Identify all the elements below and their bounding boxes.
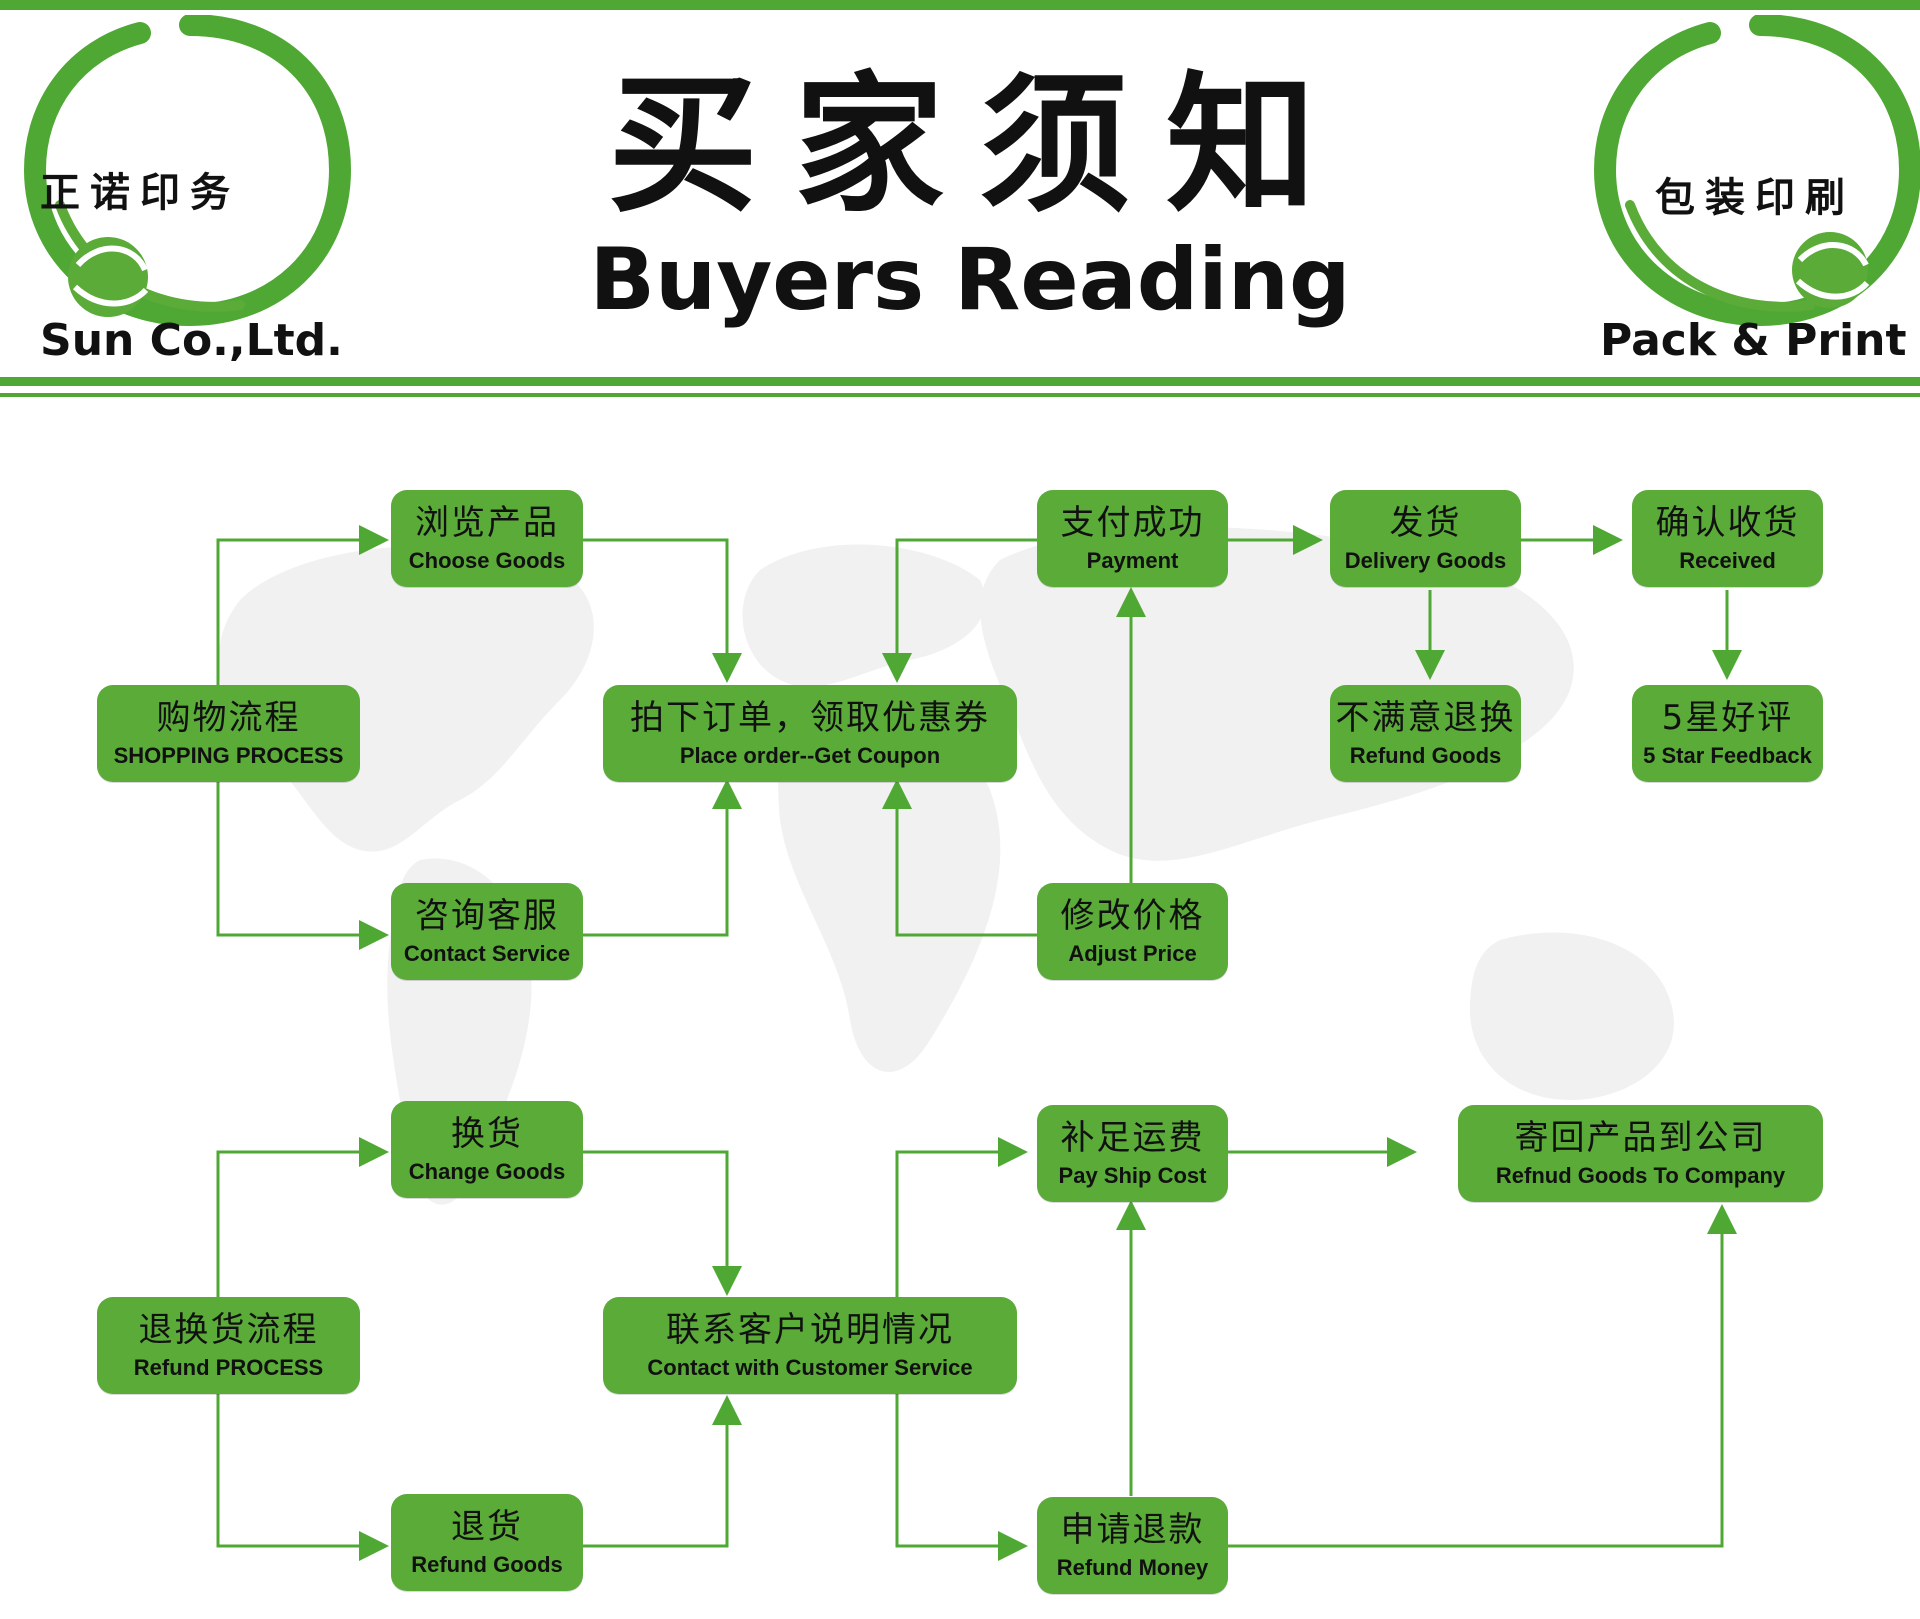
leaf-ball-icon (68, 237, 149, 317)
node-label-cn: 确认收货 (1655, 502, 1800, 543)
node-label-cn: 申请退款 (1060, 1509, 1205, 1550)
node-contact-service: 咨询客服 Contact Service (391, 883, 583, 980)
node-label-cn: 联系客户说明情况 (666, 1309, 954, 1350)
node-5-star-feedback: 5星好评 5 Star Feedback (1632, 685, 1823, 782)
node-delivery-goods: 发货 Delivery Goods (1330, 490, 1521, 587)
arrow-start-to-return (216, 1394, 389, 1561)
node-label-cn: 5星好评 (1661, 697, 1794, 738)
node-adjust-price: 修改价格 Adjust Price (1037, 883, 1228, 980)
arrow-change-to-contact (583, 1150, 742, 1296)
left-logo-chars: 正诺印务 (40, 169, 240, 216)
arrow-contact-to-order (583, 779, 742, 937)
arrow-adjust-to-order (882, 779, 1037, 937)
node-label-en: Refund Money (1056, 1554, 1209, 1580)
node-label-cn: 发货 (1389, 502, 1462, 543)
node-label-en: Received (1679, 547, 1776, 573)
node-return-goods: 退货 Refund Goods (391, 1494, 583, 1591)
brush-circle-icon (1593, 15, 1920, 327)
node-label-en: SHOPPING PROCESS (113, 742, 344, 768)
top-accent-bar (0, 0, 1920, 10)
node-label-en: Pay Ship Cost (1058, 1162, 1207, 1188)
arrow-contact-to-refundmoney (895, 1394, 1028, 1561)
arrow-start-to-contact (216, 782, 389, 950)
node-send-back-to-company: 寄回产品到公司 Refnud Goods To Company (1458, 1105, 1823, 1202)
node-label-en: Choose Goods (408, 547, 566, 573)
node-label-en: Refund PROCESS (133, 1354, 324, 1380)
right-logo: 包装印刷 Pack & Print (1590, 15, 1920, 375)
node-label-cn: 退货 (451, 1506, 523, 1547)
node-refund-goods: 不满意退换 Refund Goods (1330, 685, 1521, 782)
node-pay-ship-cost: 补足运费 Pay Ship Cost (1037, 1105, 1228, 1202)
node-label-en: Refund Goods (1349, 742, 1502, 768)
node-label-cn: 拍下订单，领取优惠券 (630, 697, 990, 738)
node-place-order: 拍下订单，领取优惠券 Place order--Get Coupon (603, 685, 1017, 782)
brush-circle-icon (23, 15, 352, 327)
arrow-payment-to-order (882, 538, 1037, 683)
node-label-en: Refnud Goods To Company (1495, 1162, 1786, 1188)
arrow-return-to-contact (583, 1395, 742, 1548)
node-shopping-process: 购物流程 SHOPPING PROCESS (97, 685, 360, 782)
leaf-ball-icon (1792, 232, 1870, 308)
header-divider-thick (0, 377, 1920, 386)
node-refund-money: 申请退款 Refund Money (1037, 1497, 1228, 1594)
right-logo-chars: 包装印刷 (1655, 174, 1855, 221)
node-label-cn: 修改价格 (1060, 895, 1205, 936)
node-label-cn: 购物流程 (156, 697, 301, 738)
node-label-cn: 咨询客服 (415, 895, 559, 936)
node-label-cn: 不满意退换 (1335, 697, 1516, 738)
node-change-goods: 换货 Change Goods (391, 1101, 583, 1198)
node-label-cn: 换货 (451, 1113, 523, 1154)
node-label-en: Payment (1086, 547, 1179, 573)
arrow-refundmoney-to-sendback (1228, 1204, 1737, 1548)
node-choose-goods: 浏览产品 Choose Goods (391, 490, 583, 587)
node-label-en: Contact Service (403, 940, 571, 966)
arrow-contact-to-shipcost (895, 1137, 1028, 1297)
arrow-start-to-choose (216, 525, 389, 685)
title-chinese: 买家须知 (607, 57, 1352, 233)
left-logo-caption: Sun Co.,Ltd. (40, 315, 343, 366)
header-divider-thin (0, 393, 1920, 397)
node-label-en: 5 Star Feedback (1643, 742, 1812, 768)
title-english: Buyers Reading (589, 230, 1351, 330)
right-logo-caption: Pack & Print (1600, 315, 1907, 366)
node-label-en: Change Goods (408, 1158, 566, 1184)
node-label-en: Contact with Customer Service (647, 1354, 973, 1380)
node-label-en: Delivery Goods (1344, 547, 1507, 573)
node-label-cn: 浏览产品 (415, 502, 559, 543)
node-label-cn: 寄回产品到公司 (1514, 1117, 1767, 1158)
arrow-start-to-change (216, 1137, 389, 1297)
node-payment: 支付成功 Payment (1037, 490, 1228, 587)
node-refund-process: 退换货流程 Refund PROCESS (97, 1297, 360, 1394)
node-contact-customer-service: 联系客户说明情况 Contact with Customer Service (603, 1297, 1017, 1394)
node-received: 确认收货 Received (1632, 490, 1823, 587)
node-label-en: Place order--Get Coupon (679, 742, 941, 768)
node-label-cn: 退换货流程 (138, 1309, 319, 1350)
node-label-en: Refund Goods (411, 1551, 563, 1577)
node-label-en: Adjust Price (1068, 940, 1197, 966)
node-label-cn: 支付成功 (1060, 502, 1205, 543)
node-label-cn: 补足运费 (1060, 1117, 1205, 1158)
arrow-choose-to-order (583, 538, 742, 683)
left-logo: 正诺印务 Sun Co.,Ltd. (20, 15, 360, 375)
